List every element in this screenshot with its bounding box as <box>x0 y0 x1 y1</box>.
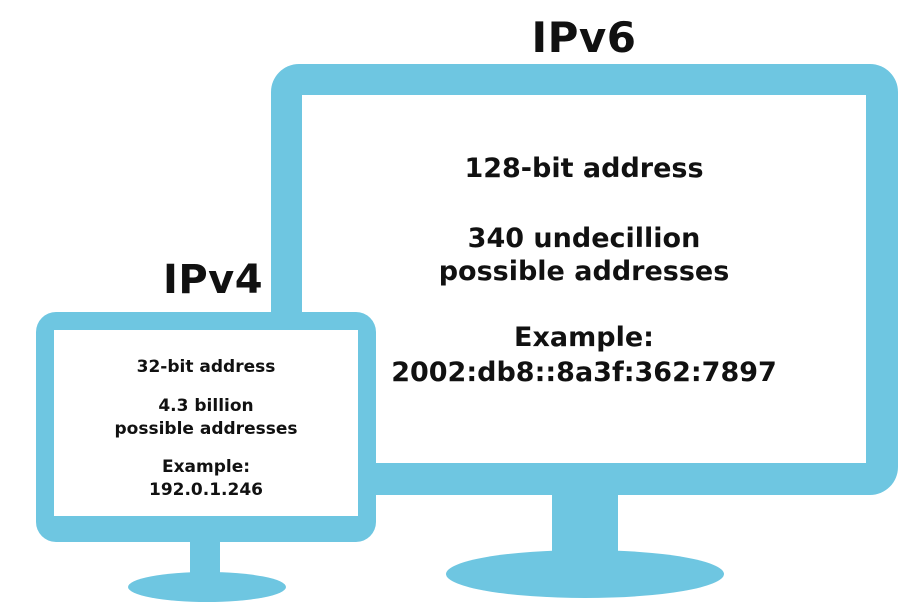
ipv4-example-value: 192.0.1.246 <box>148 480 263 500</box>
ipv4-address-count: 4.3 billion possible addresses <box>54 395 358 441</box>
ipv6-title: IPv6 <box>531 13 637 62</box>
ipv6-count-line1: 340 undecillion <box>467 223 701 254</box>
ipv6-count-line2: possible addresses <box>438 256 730 287</box>
ipv6-example: Example: 2002:db8::8a3f:362:7897 <box>302 320 866 390</box>
ipv6-address-count: 340 undecillion possible addresses <box>302 222 866 288</box>
ipv6-example-label: Example: <box>514 322 654 353</box>
ipv6-example-value: 2002:db8::8a3f:362:7897 <box>391 357 777 388</box>
ipv6-monitor-stand <box>552 492 618 554</box>
ipv4-count-line2: possible addresses <box>114 419 298 439</box>
ipv4-count-line1: 4.3 billion <box>158 396 254 416</box>
ipv6-monitor-base <box>446 550 724 598</box>
ipv4-monitor-stand <box>190 540 220 576</box>
ipv4-example: Example: 192.0.1.246 <box>54 456 358 502</box>
ipv4-title: IPv4 <box>162 257 264 303</box>
ipv6-bits: 128-bit address <box>464 153 704 184</box>
ipv4-monitor-base <box>128 572 286 602</box>
ipv6-screen <box>302 95 866 463</box>
ipv4-bits: 32-bit address <box>136 357 276 377</box>
ipv4-screen <box>54 330 358 516</box>
ipv4-example-label: Example: <box>161 457 251 477</box>
